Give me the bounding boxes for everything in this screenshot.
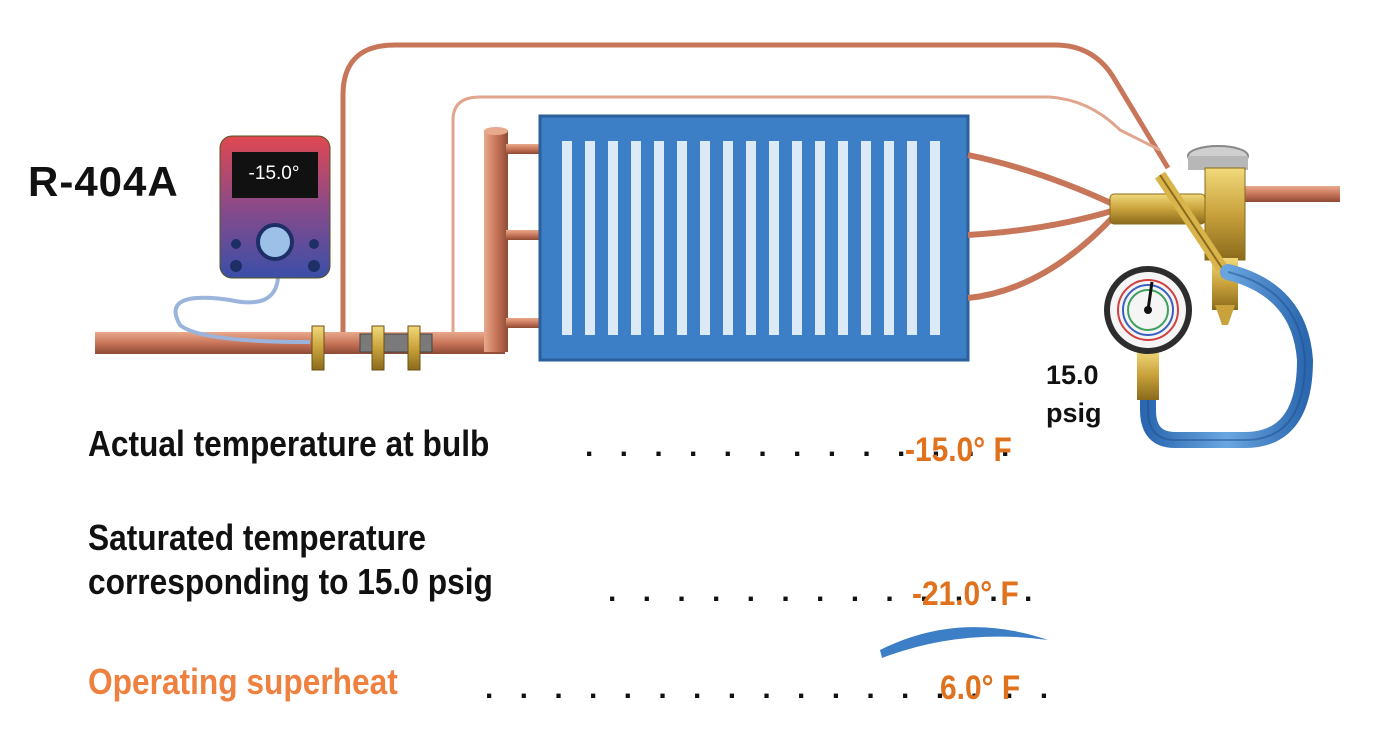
superheat-label: Operating superheat — [88, 661, 398, 702]
superheat-value: 6.0° F — [940, 669, 1021, 707]
thermometer-meter-icon — [219, 135, 331, 279]
gauge-readout: 15.0 psig — [1046, 356, 1102, 432]
refrigerant-label: R-404A — [28, 158, 179, 205]
saturated-temp-label: Saturated temperature corresponding to 1… — [88, 516, 493, 604]
actual-leader-dots: . . . . . . . . . . . . . — [585, 430, 1019, 463]
evaporator-coil — [538, 114, 970, 362]
saturated-temp-label-line2: corresponding to 15.0 psig — [88, 561, 493, 602]
expansion-valve-icon — [1109, 145, 1249, 325]
sensing-bulb — [359, 333, 433, 353]
pressure-gauge-icon — [1104, 266, 1192, 400]
actual-temp-value: -15.0° F — [905, 431, 1012, 469]
meter-cable — [173, 277, 311, 344]
vertical-header — [484, 130, 508, 352]
superheat-leader-dots: . . . . . . . . . . . . . . . . . — [485, 672, 1058, 705]
clamp-icon — [311, 325, 421, 371]
saturated-temp-label-line1: Saturated temperature — [88, 517, 427, 558]
gauge-pressure-unit: psig — [1046, 398, 1102, 428]
gauge-pressure-value: 15.0 — [1046, 360, 1099, 390]
capillary-tube-inner — [451, 95, 1161, 338]
meter-display: -15.0° — [248, 163, 300, 184]
capillary-tube-outer — [340, 42, 1171, 335]
underline-stroke — [880, 627, 1048, 658]
saturated-leader-dots: . . . . . . . . . . . . . — [608, 575, 1042, 608]
saturated-temp-value: -21.0° F — [912, 575, 1019, 613]
actual-temp-label: Actual temperature at bulb — [88, 423, 490, 464]
